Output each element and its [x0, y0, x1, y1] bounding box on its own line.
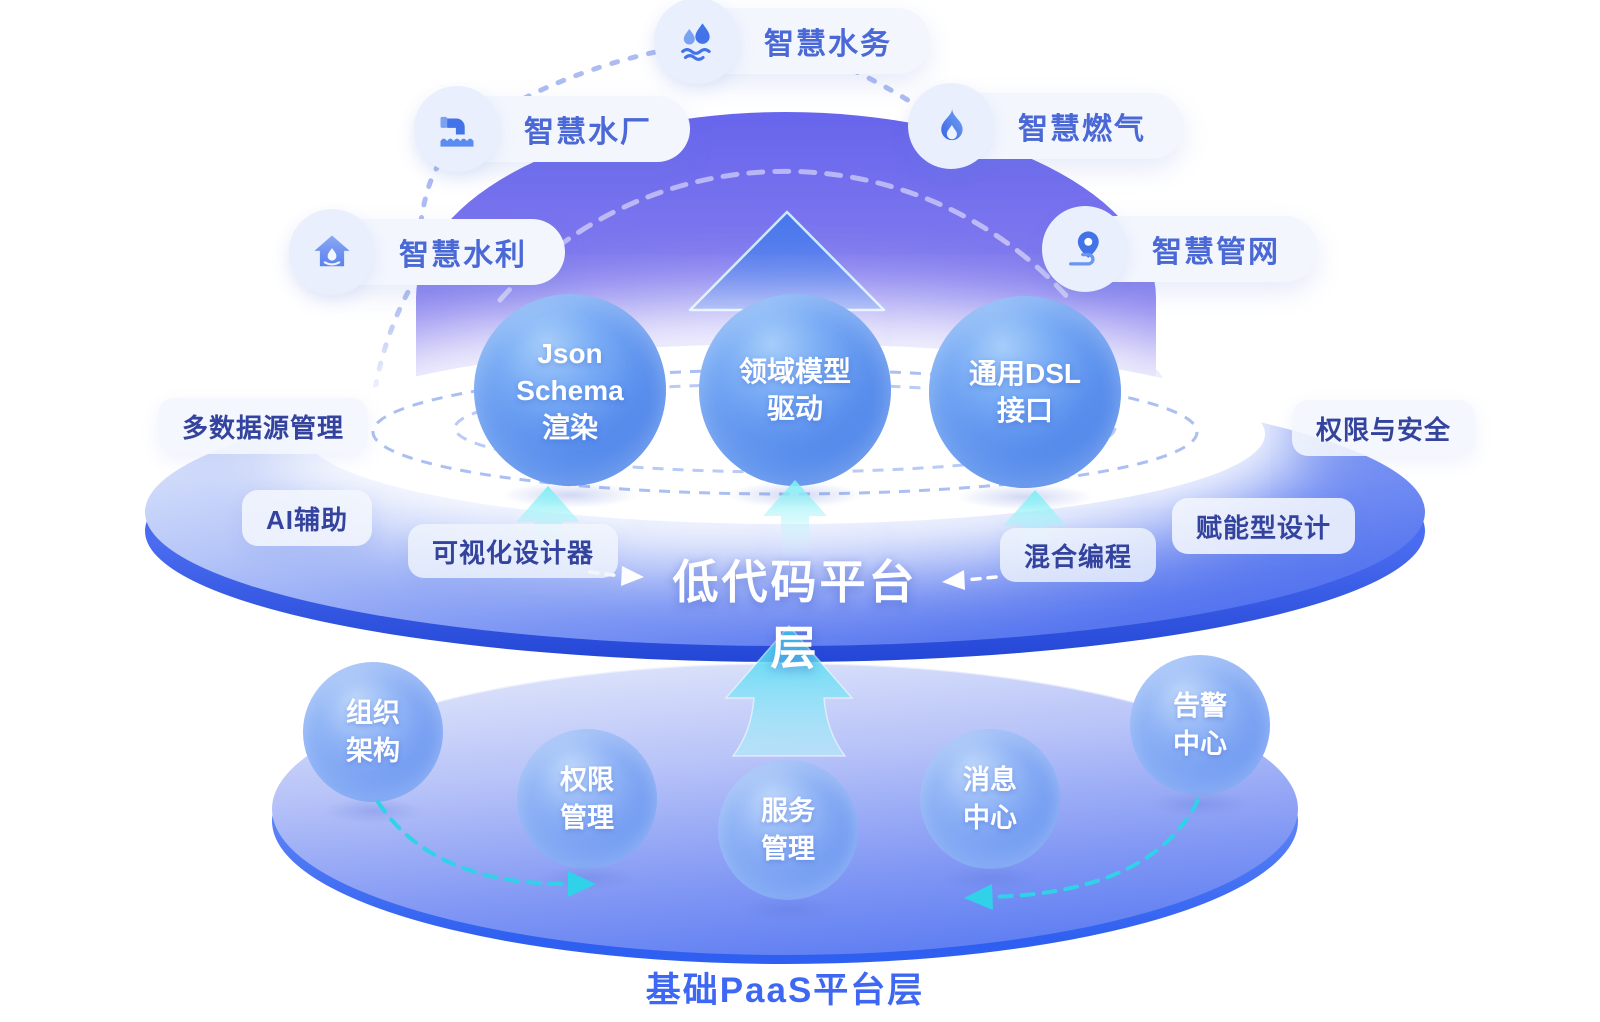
- tag-label: 赋能型设计: [1196, 512, 1332, 543]
- pill-label: 智慧水厂: [524, 116, 652, 149]
- sphere-line: 驱动: [766, 393, 823, 424]
- pill-smart-water-affairs: 智慧水务: [654, 0, 930, 84]
- pill-smart-pipe-network: 智慧管网: [1042, 206, 1318, 292]
- sphere-alarm-center: 告警 中心: [1130, 655, 1270, 795]
- sphere-line: 权限: [560, 765, 614, 795]
- pill-smart-gas: 智慧燃气: [908, 83, 1184, 169]
- house-water-icon: [289, 209, 375, 295]
- tag-label: 可视化设计器: [432, 537, 595, 568]
- sphere-json-schema-render: Json Schema 渲染: [474, 294, 666, 486]
- pill-smart-water-plant: 智慧水厂: [414, 86, 690, 172]
- flame-icon: [908, 83, 994, 169]
- middle-layer-title: 低代码平台层: [672, 556, 918, 674]
- pill-label: 智慧燃气: [1018, 113, 1146, 146]
- sphere-message-center: 消息 中心: [920, 729, 1060, 869]
- sphere-service-mgmt: 服务 管理: [718, 760, 858, 900]
- sphere-line: 接口: [996, 395, 1053, 426]
- sphere-line: 中心: [1173, 729, 1227, 759]
- sphere-generic-dsl-api: 通用DSL 接口: [929, 296, 1121, 488]
- sphere-line: 领域模型: [738, 356, 851, 387]
- sphere-permission-mgmt: 权限 管理: [517, 729, 657, 869]
- pill-smart-water-conservancy: 智慧水利: [289, 209, 565, 295]
- tag-label: 多数据源管理: [182, 412, 345, 443]
- pipe-network-icon: [1042, 206, 1128, 292]
- water-plant-icon: [414, 86, 500, 172]
- sphere-org-structure: 组织 架构: [303, 662, 443, 802]
- sphere-line: 服务: [761, 796, 815, 826]
- pill-label: 智慧水务: [764, 28, 892, 61]
- sphere-line: 组织: [346, 698, 400, 728]
- sphere-line: 架构: [346, 736, 400, 766]
- sphere-line: 中心: [963, 803, 1017, 833]
- tag-ai-assist: AI辅助: [242, 490, 373, 546]
- pill-label: 智慧管网: [1152, 236, 1280, 269]
- tag-label: 权限与安全: [1316, 414, 1452, 445]
- tag-multi-datasource: 多数据源管理: [158, 398, 369, 454]
- sphere-line: 告警: [1173, 691, 1227, 721]
- sphere-line: 管理: [560, 803, 614, 833]
- sphere-line: 通用DSL: [968, 358, 1081, 389]
- sphere-line: 管理: [761, 834, 815, 864]
- tag-label: AI辅助: [266, 504, 349, 535]
- tag-permission-security: 权限与安全: [1292, 400, 1476, 456]
- sphere-line: 消息: [963, 765, 1017, 795]
- pill-label: 智慧水利: [399, 239, 527, 272]
- tag-hybrid-programming: 混合编程: [1000, 528, 1157, 582]
- bottom-layer-title: 基础PaaS平台层: [645, 971, 925, 1010]
- tag-visual-designer: 可视化设计器: [408, 524, 619, 578]
- water-drops-icon: [654, 0, 740, 84]
- sphere-domain-model-driven: 领域模型 驱动: [699, 294, 891, 486]
- tag-empowering-design: 赋能型设计: [1172, 498, 1356, 554]
- tag-label: 混合编程: [1024, 541, 1133, 572]
- sphere-line: Json: [537, 337, 603, 369]
- sphere-line: Schema: [516, 374, 624, 406]
- sphere-line: 渲染: [541, 411, 598, 443]
